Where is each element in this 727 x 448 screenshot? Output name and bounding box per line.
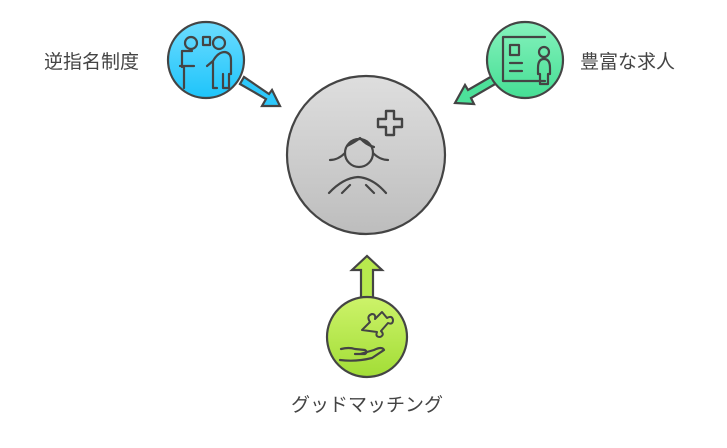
presentation-people-icon xyxy=(178,35,233,90)
node-abundant-jobs xyxy=(485,20,565,100)
arrow-lime xyxy=(349,254,385,302)
label-good-matching: グッドマッチング xyxy=(291,394,443,416)
arrow-blue xyxy=(238,75,282,108)
node-reverse-nomination xyxy=(166,20,246,100)
job-posting-icon xyxy=(501,35,552,86)
label-abundant-jobs: 豊富な求人 xyxy=(580,51,675,73)
hand-puzzle-icon xyxy=(338,311,394,362)
center-node xyxy=(285,74,447,236)
label-reverse-nomination: 逆指名制度 xyxy=(44,51,139,73)
node-good-matching xyxy=(325,295,409,379)
female-doctor-plus-icon xyxy=(327,109,404,195)
arrow-green xyxy=(453,73,499,106)
